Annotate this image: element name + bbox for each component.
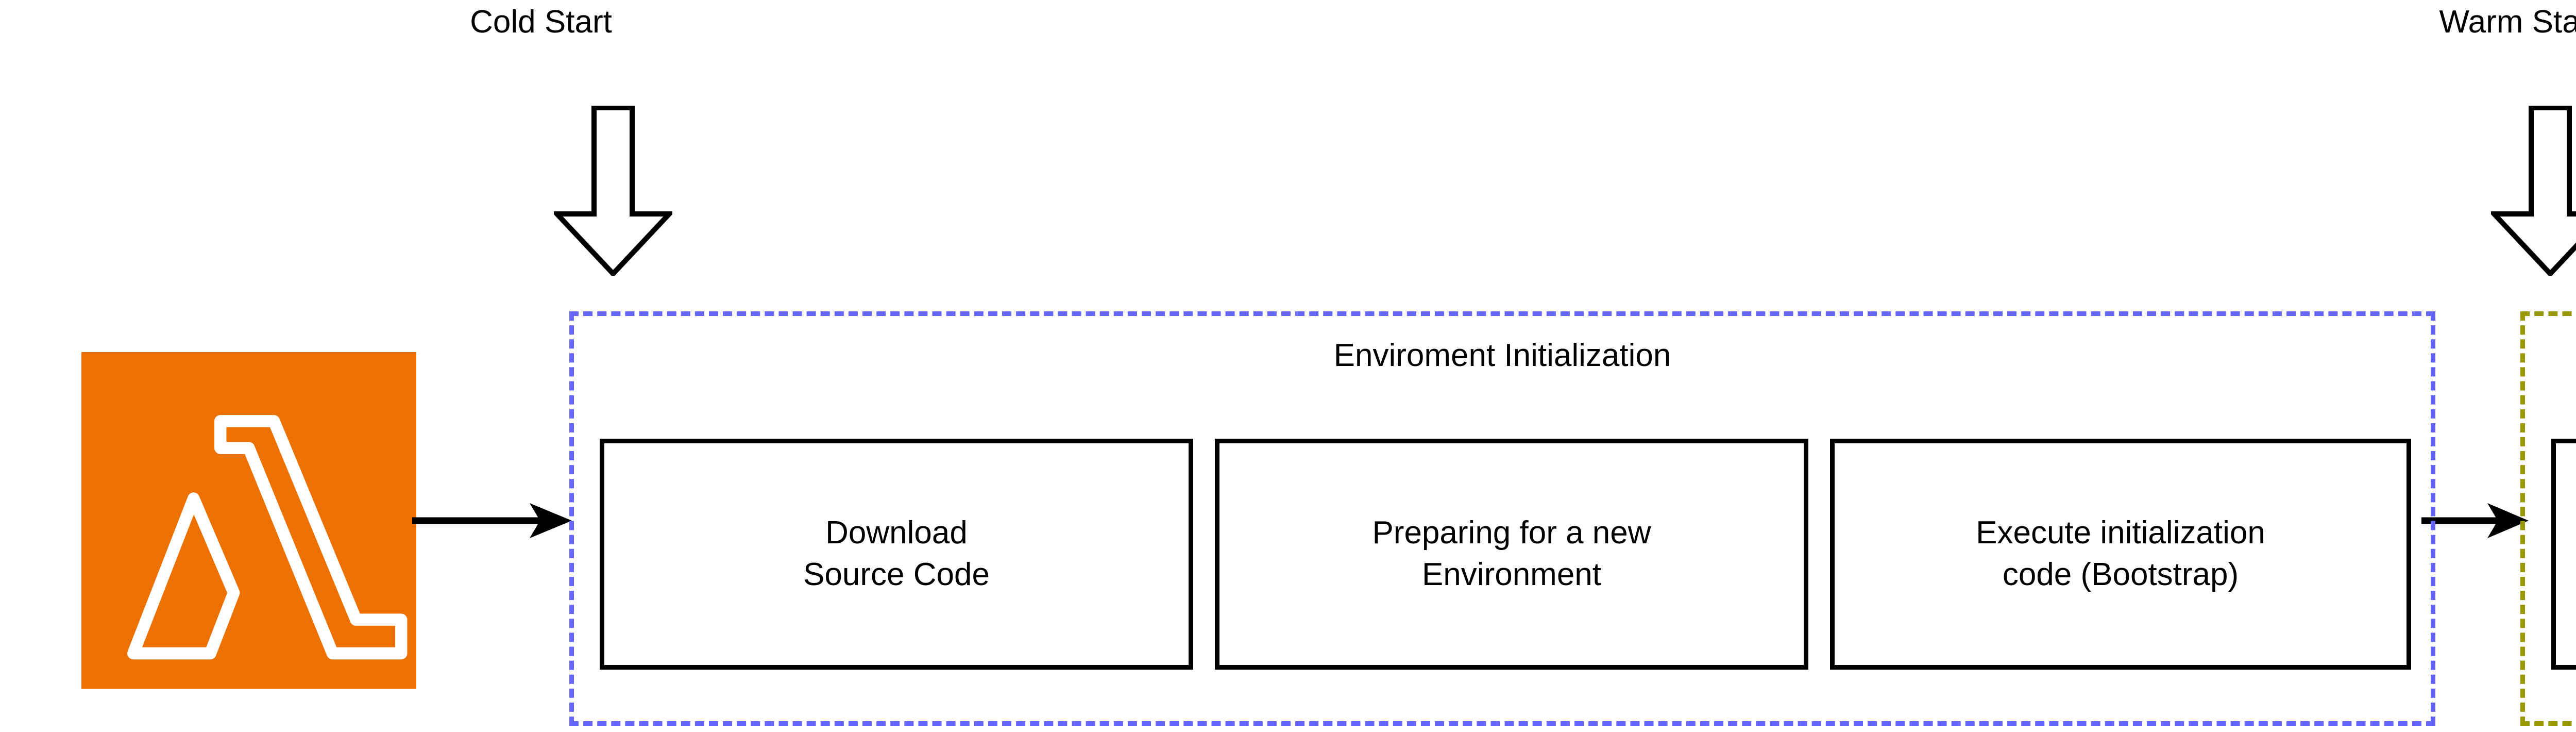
connector-arrow-lambda-to-environment [412, 490, 577, 552]
step-label-download-source-code: Download Source Code [803, 515, 990, 592]
step-label-preparing-new-environment: Preparing for a new Environment [1372, 515, 1651, 592]
invoke-title: Invoke [2525, 340, 2576, 372]
step-box-execute-handler-code[interactable]: Execute handler code [2551, 439, 2576, 670]
lambda-icon [127, 415, 408, 660]
environment-initialization-title: Enviroment Initialization [1333, 338, 1671, 373]
right-arrow-icon [412, 503, 572, 538]
aws-lambda-logo [81, 352, 416, 689]
cold-start-label: Cold Start [470, 4, 612, 40]
environment-initialization-group: Enviroment Initialization [569, 311, 2435, 726]
down-block-arrow-icon [551, 105, 675, 278]
invoke-group: Invoke [2520, 311, 2576, 726]
step-label-execute-initialization-code: Execute initialization code (Bootstrap) [1976, 515, 2265, 592]
down-block-arrow-icon [2488, 105, 2576, 278]
step-box-preparing-new-environment[interactable]: Preparing for a new Environment [1215, 439, 1808, 670]
step-box-execute-initialization-code[interactable]: Execute initialization code (Bootstrap) [1830, 439, 2411, 670]
warm-start-label: Warm Start [2439, 4, 2576, 40]
warm-start-down-arrow-icon [2488, 105, 2576, 278]
step-box-download-source-code[interactable]: Download Source Code [600, 439, 1193, 670]
cold-start-down-arrow-icon [551, 105, 675, 278]
right-arrow-icon [2421, 503, 2529, 538]
connector-arrow-environment-to-invoke [2421, 490, 2532, 552]
